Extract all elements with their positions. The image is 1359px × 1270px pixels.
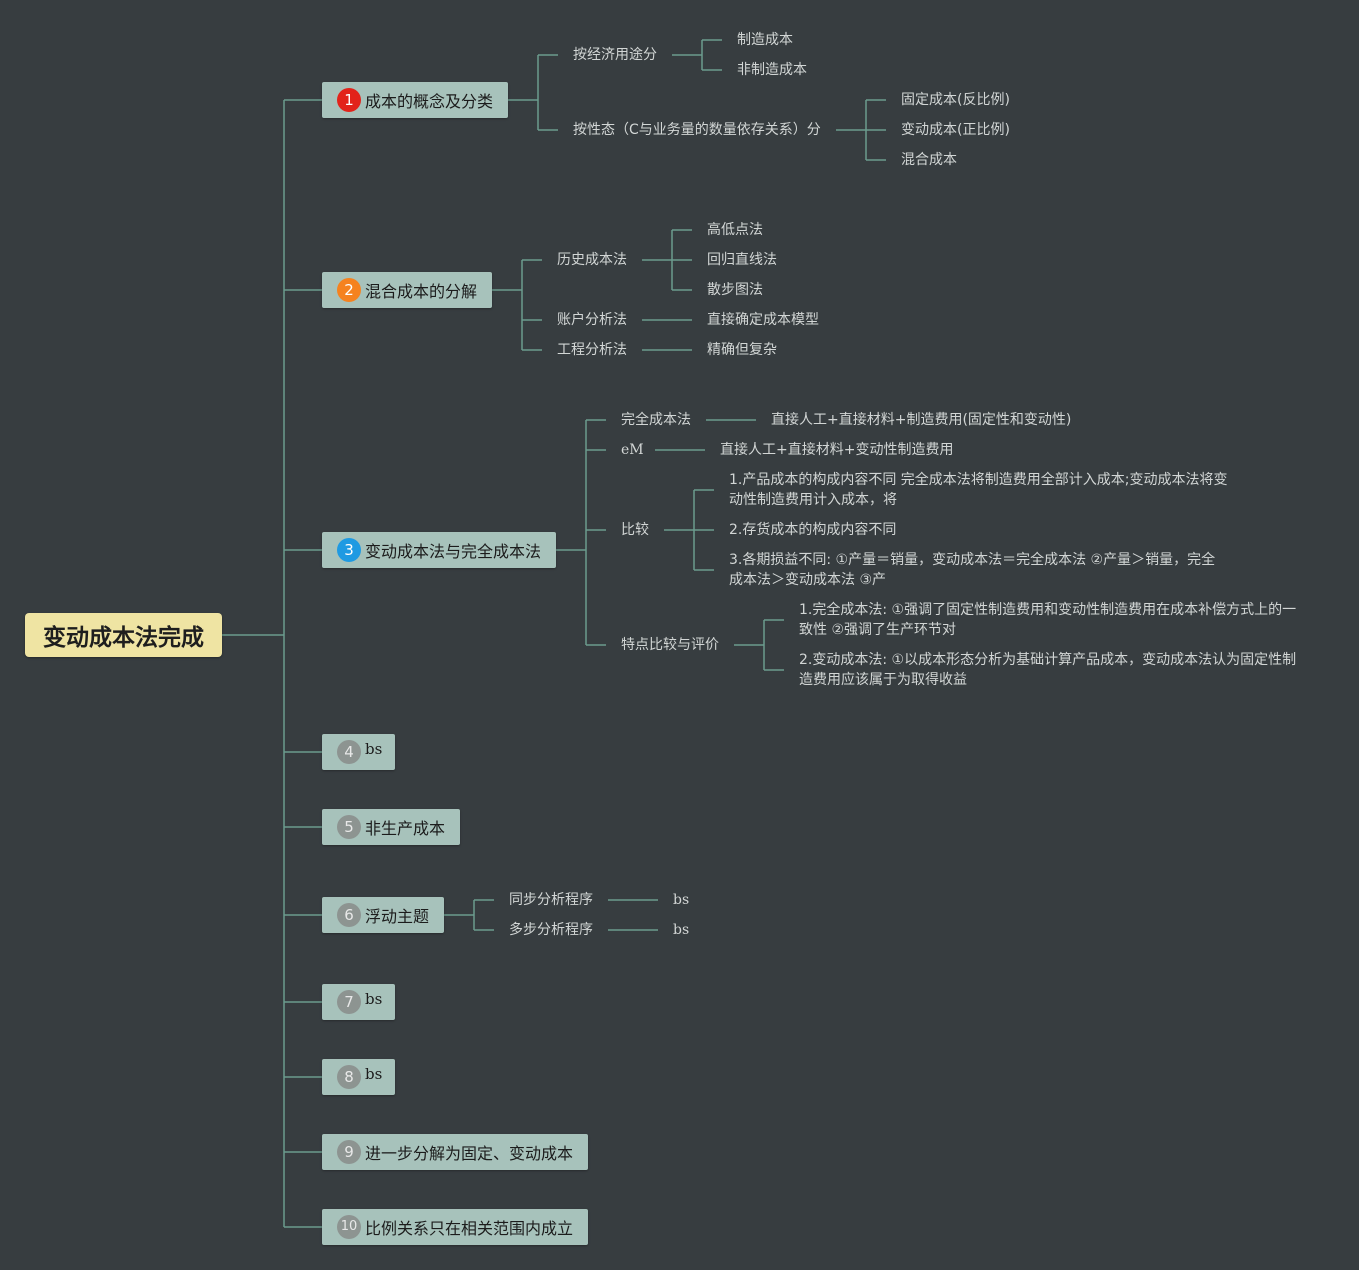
subtopic[interactable]: 直接人工+直接材料+变动性制造费用	[720, 442, 954, 458]
topic-label: 成本的概念及分类	[365, 92, 494, 111]
priority-1-marker-icon: 1	[337, 88, 361, 112]
subtopic[interactable]: 3.各期损益不同: ①产量＝销量，变动成本法＝完全成本法 ②产量＞销量，完全成本…	[729, 552, 1216, 588]
subtopic[interactable]: 按经济用途分	[573, 47, 657, 63]
subtopic[interactable]: 按性态（C与业务量的数量依存关系）分	[573, 122, 821, 138]
topic-label: bs	[365, 1065, 383, 1083]
priority-3-marker-icon: 3	[337, 538, 361, 562]
subtopic[interactable]: 混合成本	[901, 152, 957, 168]
topic-4[interactable]: 4 bs	[322, 734, 395, 770]
subtopic[interactable]: 制造成本	[737, 32, 793, 48]
subtopic[interactable]: bs	[673, 922, 690, 938]
subtopic[interactable]: 精确但复杂	[707, 342, 777, 358]
priority-7-marker-icon: 7	[337, 990, 361, 1014]
subtopic[interactable]: 特点比较与评价	[621, 637, 719, 653]
subtopic[interactable]: 比较	[621, 522, 649, 538]
subtopic[interactable]: 直接确定成本模型	[707, 312, 819, 328]
subtopic[interactable]: 非制造成本	[737, 62, 807, 78]
topic-label: 变动成本法与完全成本法	[365, 542, 542, 561]
subtopic[interactable]: 多步分析程序	[509, 922, 593, 938]
subtopic[interactable]: 直接人工+直接材料+制造费用(固定性和变动性)	[771, 412, 1072, 428]
subtopic[interactable]: 2.存货成本的构成内容不同	[729, 522, 897, 538]
subtopic[interactable]: 同步分析程序	[509, 892, 593, 908]
topic-6[interactable]: 6 浮动主题	[322, 897, 444, 933]
subtopic[interactable]: 1.产品成本的构成内容不同 完全成本法将制造费用全部计入成本;变动成本法将变动性…	[729, 472, 1228, 508]
priority-6-marker-icon: 6	[337, 903, 361, 927]
subtopic[interactable]: 固定成本(反比例)	[901, 92, 1010, 108]
topic-8[interactable]: 8 bs	[322, 1059, 395, 1095]
topic-label: 比例关系只在相关范围内成立	[365, 1219, 574, 1238]
topic-label: bs	[365, 740, 383, 758]
subtopic[interactable]: 1.完全成本法: ①强调了固定性制造费用和变动性制造费用在成本补偿方式上的一致性…	[799, 602, 1297, 638]
priority-4-marker-icon: 4	[337, 740, 361, 764]
topic-label: 浮动主题	[365, 907, 430, 926]
subtopic[interactable]: 变动成本(正比例)	[901, 122, 1010, 138]
topic-7[interactable]: 7 bs	[322, 984, 395, 1020]
subtopic[interactable]: 历史成本法	[557, 252, 627, 268]
subtopic[interactable]: 散步图法	[707, 282, 763, 298]
priority-9-marker-icon: 9	[337, 1140, 361, 1164]
subtopic[interactable]: 工程分析法	[557, 342, 627, 358]
topic-1[interactable]: 1 成本的概念及分类	[322, 82, 508, 118]
subtopic[interactable]: 2.变动成本法: ①以成本形态分析为基础计算产品成本，变动成本法认为固定性制造费…	[799, 652, 1297, 688]
topic-label: 进一步分解为固定、变动成本	[365, 1144, 574, 1163]
topic-label: 非生产成本	[365, 819, 446, 838]
topic-2[interactable]: 2 混合成本的分解	[322, 272, 492, 308]
subtopic[interactable]: 高低点法	[707, 222, 763, 238]
subtopic[interactable]: eM	[621, 442, 644, 458]
priority-2-marker-icon: 2	[337, 278, 361, 302]
central-topic[interactable]: 变动成本法完成	[25, 613, 222, 657]
topic-label: bs	[365, 990, 383, 1008]
subtopic[interactable]: 回归直线法	[707, 252, 777, 268]
subtopic[interactable]: 完全成本法	[621, 412, 691, 428]
subtopic[interactable]: bs	[673, 892, 690, 908]
topic-label: 混合成本的分解	[365, 282, 478, 301]
priority-10-marker-icon: 10	[337, 1215, 361, 1239]
priority-5-marker-icon: 5	[337, 815, 361, 839]
topic-9[interactable]: 9 进一步分解为固定、变动成本	[322, 1134, 588, 1170]
topic-10[interactable]: 10 比例关系只在相关范围内成立	[322, 1209, 588, 1245]
topic-3[interactable]: 3 变动成本法与完全成本法	[322, 532, 556, 568]
topic-5[interactable]: 5 非生产成本	[322, 809, 460, 845]
subtopic[interactable]: 账户分析法	[557, 312, 627, 328]
priority-8-marker-icon: 8	[337, 1065, 361, 1089]
